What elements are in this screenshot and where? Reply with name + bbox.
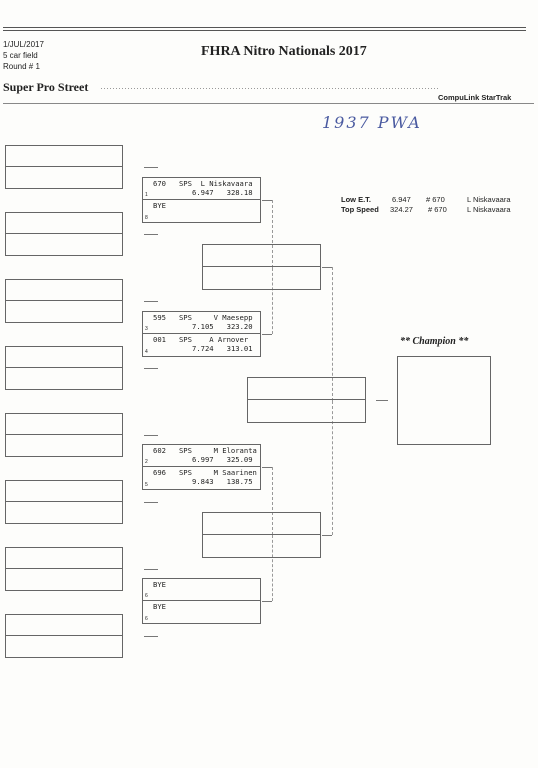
racer-slot: 595 SPS V Maesepp 7.105 323.20 3 — [143, 312, 260, 334]
racer-slot: 696 SPS M Saarinen 9.843 138.75 5 — [145, 468, 257, 488]
brand-label: CompuLink StarTrak — [438, 93, 512, 102]
round2-box — [202, 512, 321, 558]
entry-box — [5, 480, 123, 524]
connector-dashed — [272, 535, 273, 601]
connector — [322, 535, 332, 536]
match-box-4: BYE 6 BYE 6 — [142, 578, 261, 624]
low-et-label: Low E.T. — [341, 195, 371, 204]
entry-box — [5, 212, 123, 256]
racer-slot: 001 SPS A Arnover 7.724 313.01 4 — [145, 335, 253, 355]
champion-label: ** Champion ** — [400, 336, 469, 347]
connector — [144, 435, 158, 436]
top-speed-label: Top Speed — [341, 205, 379, 214]
connector — [262, 334, 272, 335]
connector-dashed — [332, 267, 333, 401]
entry-box — [5, 547, 123, 591]
round2-box — [202, 244, 321, 290]
connector-dashed — [272, 200, 273, 268]
connector — [262, 467, 272, 468]
field-size: 5 car field — [3, 51, 38, 60]
top-rule-2 — [3, 30, 526, 31]
round-label: Round # 1 — [3, 62, 40, 71]
racer-slot: 670 SPS L Niskavaara 6.947 328.18 1 — [143, 178, 260, 200]
dotted-leader — [100, 87, 438, 90]
low-et-driver: L Niskavaara — [467, 195, 511, 204]
connector — [144, 301, 158, 302]
entry-box — [5, 413, 123, 457]
event-title: FHRA Nitro Nationals 2017 — [201, 44, 367, 59]
connector — [262, 200, 272, 201]
top-speed-value: 324.27 — [390, 205, 413, 214]
connector — [144, 234, 158, 235]
entry-box — [5, 279, 123, 323]
top-speed-car: # 670 — [428, 205, 447, 214]
entry-box — [5, 145, 123, 189]
match-box-2: 595 SPS V Maesepp 7.105 323.20 3 001 SPS… — [142, 311, 261, 357]
header-bottom-rule — [3, 103, 534, 104]
top-rule — [3, 27, 526, 28]
match-box-1: 670 SPS L Niskavaara 6.947 328.18 1 BYE … — [142, 177, 261, 223]
connector — [144, 368, 158, 369]
entry-box — [5, 614, 123, 658]
racer-slot: BYE 8 — [145, 201, 166, 221]
event-date: 1/JUL/2017 — [3, 40, 44, 49]
entry-box — [5, 346, 123, 390]
handwritten-note: 1937 PWA — [322, 113, 422, 132]
connector-dashed — [272, 268, 273, 334]
connector — [144, 569, 158, 570]
connector-dashed — [332, 401, 333, 535]
racer-slot: BYE 6 — [143, 579, 260, 601]
champion-box — [397, 356, 491, 445]
connector — [144, 502, 158, 503]
low-et-value: 6.947 — [392, 195, 411, 204]
connector — [376, 400, 388, 401]
racer-slot: 602 SPS M Eloranta 6.997 325.09 2 — [143, 445, 260, 467]
low-et-car: # 670 — [426, 195, 445, 204]
top-speed-driver: L Niskavaara — [467, 205, 511, 214]
connector-dashed — [272, 467, 273, 535]
final-box — [247, 377, 366, 423]
connector — [144, 636, 158, 637]
class-title: Super Pro Street — [3, 80, 89, 94]
connector — [262, 601, 272, 602]
match-box-3: 602 SPS M Eloranta 6.997 325.09 2 696 SP… — [142, 444, 261, 490]
racer-slot: BYE 6 — [145, 602, 166, 622]
connector — [322, 267, 332, 268]
connector — [144, 167, 158, 168]
